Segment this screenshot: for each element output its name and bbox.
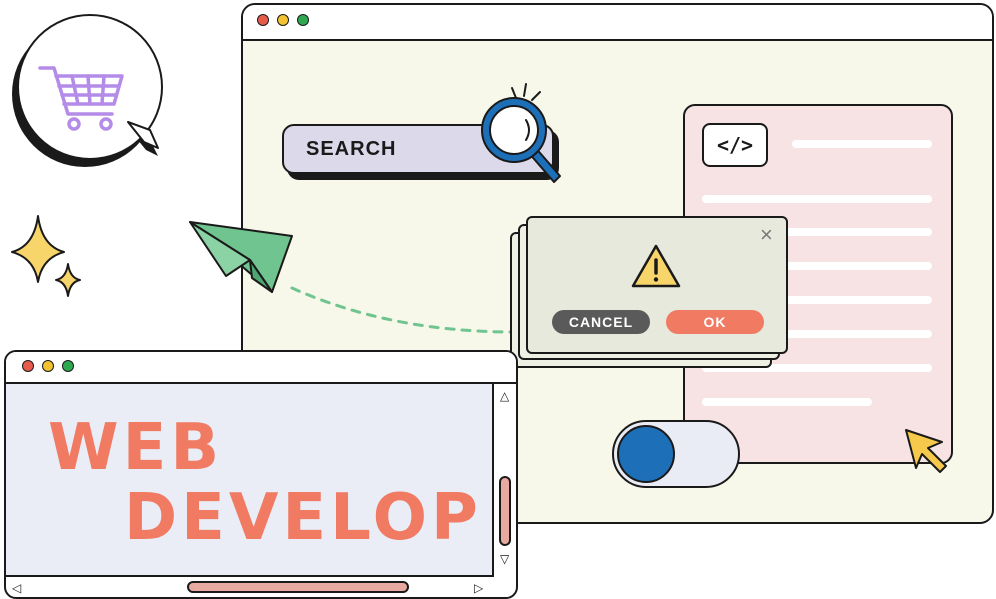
maximize-window-dot[interactable] <box>297 14 309 26</box>
cursor-icon <box>905 429 947 473</box>
cancel-button[interactable]: CANCEL <box>552 310 650 334</box>
code-line <box>702 262 932 270</box>
main-titlebar <box>243 5 992 41</box>
close-window-dot[interactable] <box>257 14 269 26</box>
code-line <box>702 195 932 203</box>
dev-titlebar <box>6 352 516 384</box>
minimize-window-dot[interactable] <box>277 14 289 26</box>
scroll-left-arrow[interactable]: ◁ <box>12 581 22 595</box>
toggle-knob[interactable] <box>617 425 675 483</box>
large-sparkle <box>11 215 65 283</box>
code-line <box>702 296 932 304</box>
code-line <box>702 228 932 236</box>
ok-button[interactable]: OK <box>666 310 764 334</box>
minimize-window-dot[interactable] <box>42 360 54 372</box>
code-tag-icon: </> <box>702 123 768 167</box>
code-line <box>702 364 932 372</box>
paper-plane-icon <box>189 221 293 293</box>
warning-icon <box>631 244 681 288</box>
dev-content-area <box>6 384 494 577</box>
scroll-up-arrow[interactable]: △ <box>500 389 510 403</box>
small-sparkle <box>55 263 81 297</box>
scroll-right-arrow[interactable]: ▷ <box>474 581 484 595</box>
sparkle-icon <box>11 215 81 297</box>
close-icon[interactable]: × <box>760 222 773 247</box>
shopping-cart-icon <box>38 66 124 131</box>
headline-line-1: WEB <box>48 411 224 485</box>
code-line <box>702 330 932 338</box>
code-line <box>792 140 932 148</box>
scroll-down-arrow[interactable]: ▽ <box>500 552 510 566</box>
vertical-scroll-thumb[interactable] <box>499 476 511 546</box>
close-window-dot[interactable] <box>22 360 34 372</box>
maximize-window-dot[interactable] <box>62 360 74 372</box>
headline-line-2: DEVELOP <box>124 481 482 555</box>
dev-browser-window <box>4 350 518 599</box>
flight-path <box>290 286 516 334</box>
horizontal-scroll-thumb[interactable] <box>187 581 409 593</box>
magnifier-icon[interactable] <box>474 78 570 190</box>
code-line <box>702 398 872 406</box>
search-label: SEARCH <box>306 138 397 160</box>
bubble-tail-front <box>127 121 159 149</box>
